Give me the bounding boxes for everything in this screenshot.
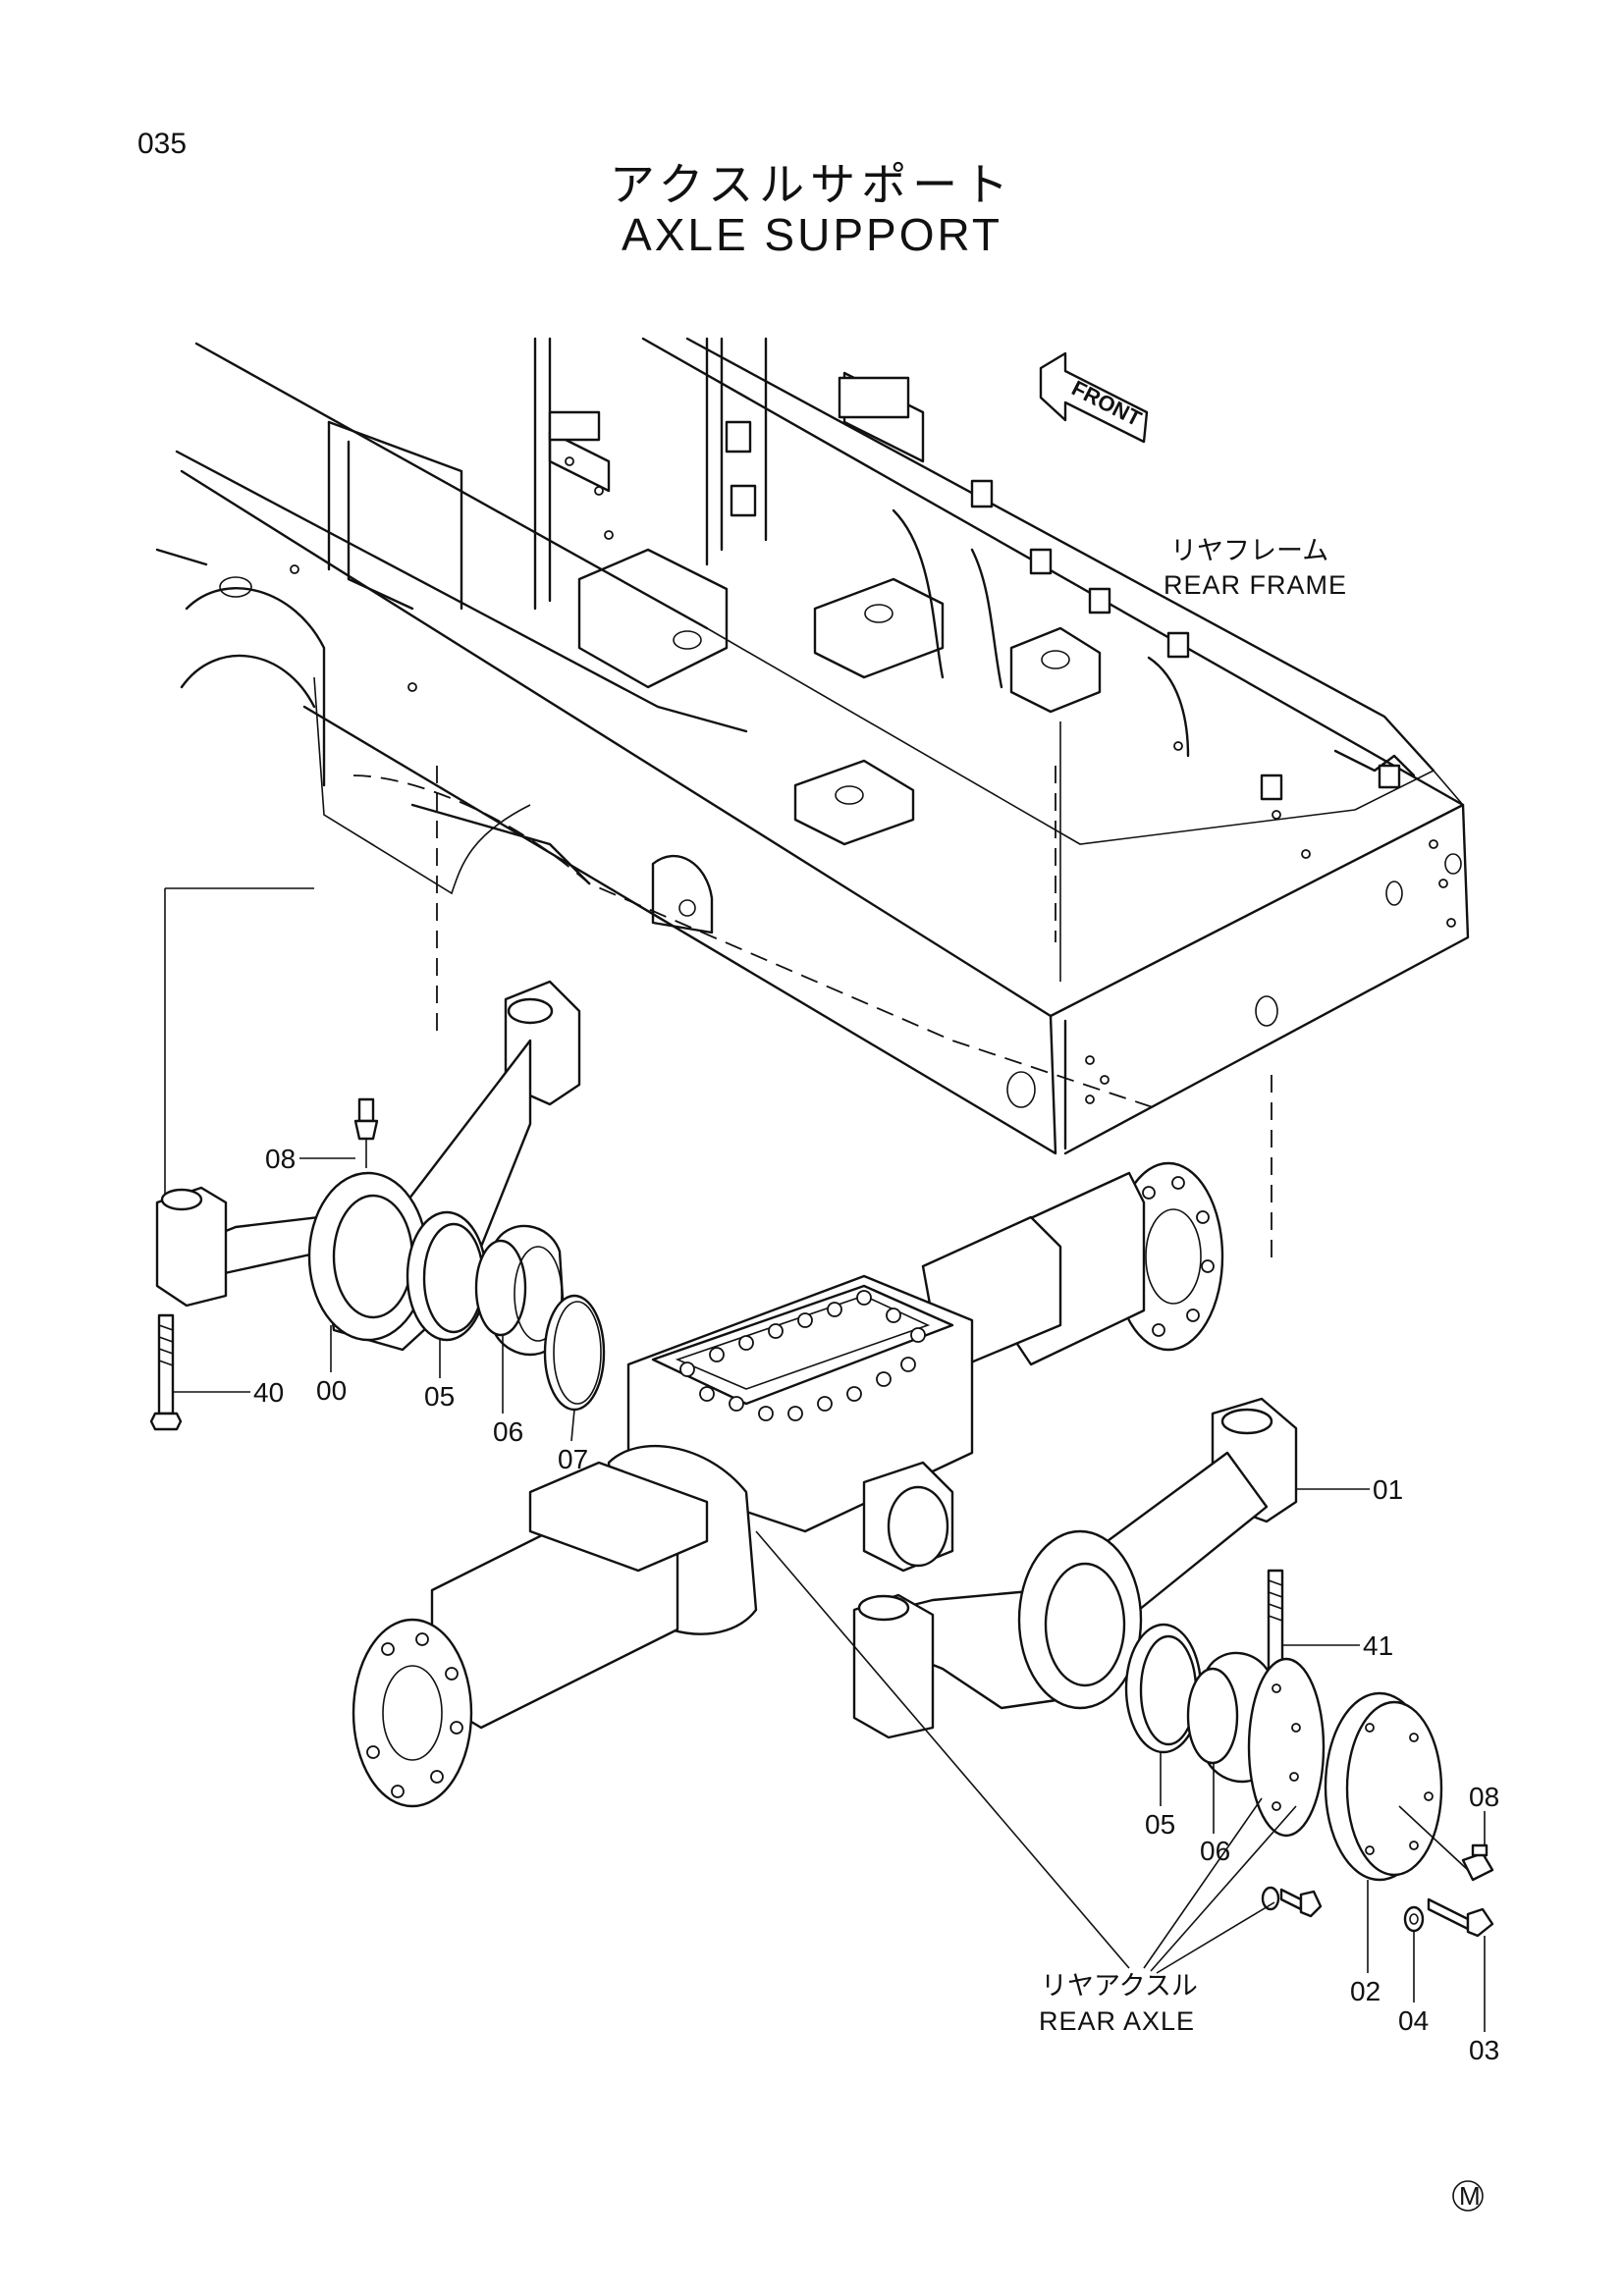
callout-05-right: 05 bbox=[1145, 1809, 1175, 1840]
shim-plate-drawing bbox=[1247, 1657, 1326, 1838]
leader-lines bbox=[173, 1157, 1486, 2032]
lower-bolt-washer-drawing bbox=[1261, 1886, 1323, 1918]
bolt-03-drawing bbox=[1427, 1897, 1494, 1938]
o-ring-07-drawing bbox=[543, 1294, 606, 1412]
rear-frame-drawing bbox=[155, 337, 1470, 1155]
bushing-06-left-drawing bbox=[474, 1224, 567, 1357]
grease-fitting-08-right-drawing bbox=[1461, 1843, 1494, 1882]
ring-05-left-drawing bbox=[406, 1210, 488, 1342]
callout-02: 02 bbox=[1350, 1976, 1380, 2006]
callout-07: 07 bbox=[558, 1444, 588, 1474]
page-number: 035 bbox=[137, 128, 188, 160]
callout-06-left: 06 bbox=[493, 1416, 523, 1447]
m-mark-icon: M bbox=[1452, 2180, 1484, 2212]
cover-plate-02-drawing bbox=[1324, 1691, 1469, 1882]
page-title-japanese: アクスルサポート bbox=[609, 158, 1015, 211]
rear-axle-label-english: REAR AXLE bbox=[1039, 2006, 1195, 2036]
rear-axle-label-japanese: リヤアクスル bbox=[1041, 1971, 1198, 2001]
m-mark-letter: M bbox=[1459, 2181, 1481, 2211]
callout-40: 40 bbox=[253, 1377, 284, 1408]
callout-05-left: 05 bbox=[424, 1381, 455, 1412]
callout-08-right: 08 bbox=[1469, 1782, 1499, 1812]
rear-frame-label-japanese: リヤフレーム bbox=[1170, 536, 1328, 565]
callout-00: 00 bbox=[316, 1375, 347, 1406]
callout-08-top: 08 bbox=[265, 1144, 296, 1174]
callout-41: 41 bbox=[1363, 1630, 1393, 1661]
bolt-40-drawing bbox=[149, 1313, 183, 1431]
callout-03: 03 bbox=[1469, 2035, 1499, 2065]
rear-axle-drawing bbox=[352, 1161, 1224, 1808]
callout-04: 04 bbox=[1398, 2005, 1429, 2036]
rear-frame-label-english: REAR FRAME bbox=[1164, 570, 1347, 600]
right-axle-support-drawing bbox=[852, 1397, 1298, 1739]
callout-01: 01 bbox=[1373, 1474, 1403, 1505]
ring-05-right-drawing bbox=[1124, 1623, 1203, 1754]
page-title-english: AXLE SUPPORT bbox=[622, 209, 1002, 260]
callout-06-right: 06 bbox=[1200, 1836, 1230, 1866]
front-arrow-icon: FRONT bbox=[1039, 351, 1149, 444]
washer-04-drawing bbox=[1403, 1905, 1425, 1933]
